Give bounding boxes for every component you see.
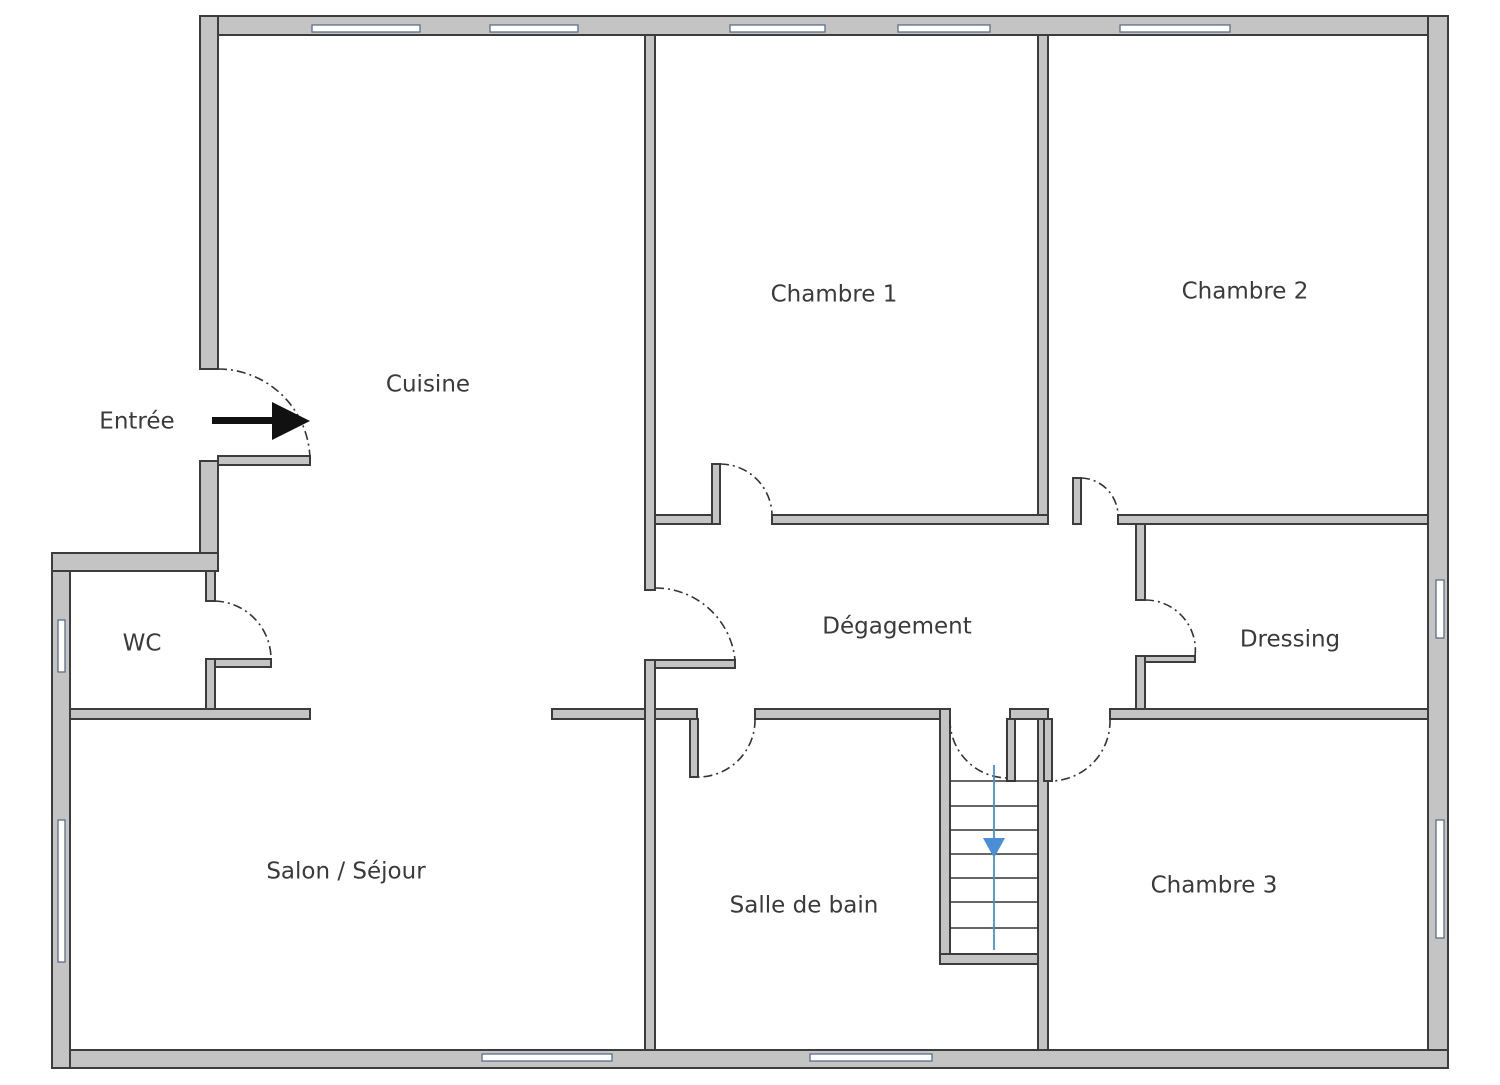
window-left-2 [57, 819, 66, 963]
room-label-salon: Salon / Séjour [266, 859, 426, 885]
wall-chambre1-bottom-left [654, 514, 718, 525]
room-label-degagement: Dégagement [822, 614, 971, 640]
room-label-chambre1: Chambre 1 [771, 282, 898, 308]
wall-bottom [51, 1049, 1449, 1069]
wall-stair-bottom [939, 953, 1049, 965]
stairs [950, 765, 1038, 950]
door-wc-swing [214, 600, 272, 660]
door-degagement-swing [654, 587, 736, 661]
walls [51, 15, 1449, 1069]
wall-degagement-door-jamb [654, 659, 736, 669]
window-bottom-2 [809, 1053, 933, 1062]
room-labels: Cuisine Chambre 1 Chambre 2 Entrée WC Dé… [99, 279, 1340, 919]
wall-chambre1-door-jamb [711, 463, 721, 525]
door-entree-swing [217, 368, 311, 462]
wall-entrance-jamb [217, 455, 311, 466]
wall-dressing-bottom [1109, 708, 1429, 720]
room-label-chambre2: Chambre 2 [1182, 279, 1309, 305]
door-sdb-swing [697, 718, 756, 778]
wall-chambre2-bottom [1117, 514, 1429, 525]
door-chambre1-swing [719, 463, 773, 516]
wall-chambre1-bottom-right [771, 514, 1049, 525]
doors [214, 368, 1197, 782]
wall-left-upper [199, 15, 219, 370]
wall-dressing-left-lower [1135, 655, 1146, 711]
entrance-arrow-icon [212, 402, 310, 440]
wall-chambre3-door-jamb [1043, 718, 1053, 782]
door-stair-swing [949, 718, 1008, 779]
window-right-1 [1435, 579, 1445, 639]
window-top-5 [1119, 24, 1231, 33]
door-dressing-swing [1144, 599, 1197, 657]
wall-wc-bottom [69, 708, 311, 720]
room-label-dressing: Dressing [1240, 627, 1340, 653]
wall-wc-door-jamb [214, 658, 272, 668]
window-right-2 [1435, 819, 1445, 939]
wall-wc-right-lower [205, 658, 216, 710]
wall-sdb-door-jamb [689, 718, 699, 778]
wall-stair-top-right [1009, 708, 1049, 720]
window-left-1 [57, 619, 66, 673]
wall-central-upper [644, 34, 656, 591]
wall-central-lower [644, 659, 656, 1051]
window-bottom-1 [481, 1053, 613, 1062]
door-chambre2-swing [1080, 477, 1119, 516]
windows [57, 24, 1445, 1062]
wall-dressing-left-upper [1135, 523, 1146, 601]
room-label-salle-de-bain: Salle de bain [730, 893, 879, 919]
window-top-4 [897, 24, 991, 33]
wall-dressing-door-jamb [1144, 655, 1196, 663]
room-label-wc: WC [123, 631, 162, 657]
room-label-cuisine: Cuisine [386, 372, 470, 398]
window-top-2 [489, 24, 579, 33]
wall-wc-right [205, 570, 216, 602]
room-label-chambre3: Chambre 3 [1151, 873, 1278, 899]
window-top-1 [311, 24, 421, 33]
wall-chambre2-door-jamb [1072, 477, 1082, 525]
wall-stair-inner [1006, 718, 1016, 782]
wall-wc-top [51, 552, 219, 572]
window-top-3 [729, 24, 826, 33]
wall-sdb-top-right [754, 708, 951, 720]
room-label-entree: Entrée [99, 409, 174, 435]
wall-kitchen-stub [551, 708, 648, 720]
wall-chambre-divider [1037, 34, 1049, 516]
wall-sdb-top-left [654, 708, 698, 720]
stairs-down-arrow-icon [983, 838, 1005, 858]
door-chambre3-swing [1051, 718, 1111, 782]
wall-stair-left [939, 708, 951, 965]
